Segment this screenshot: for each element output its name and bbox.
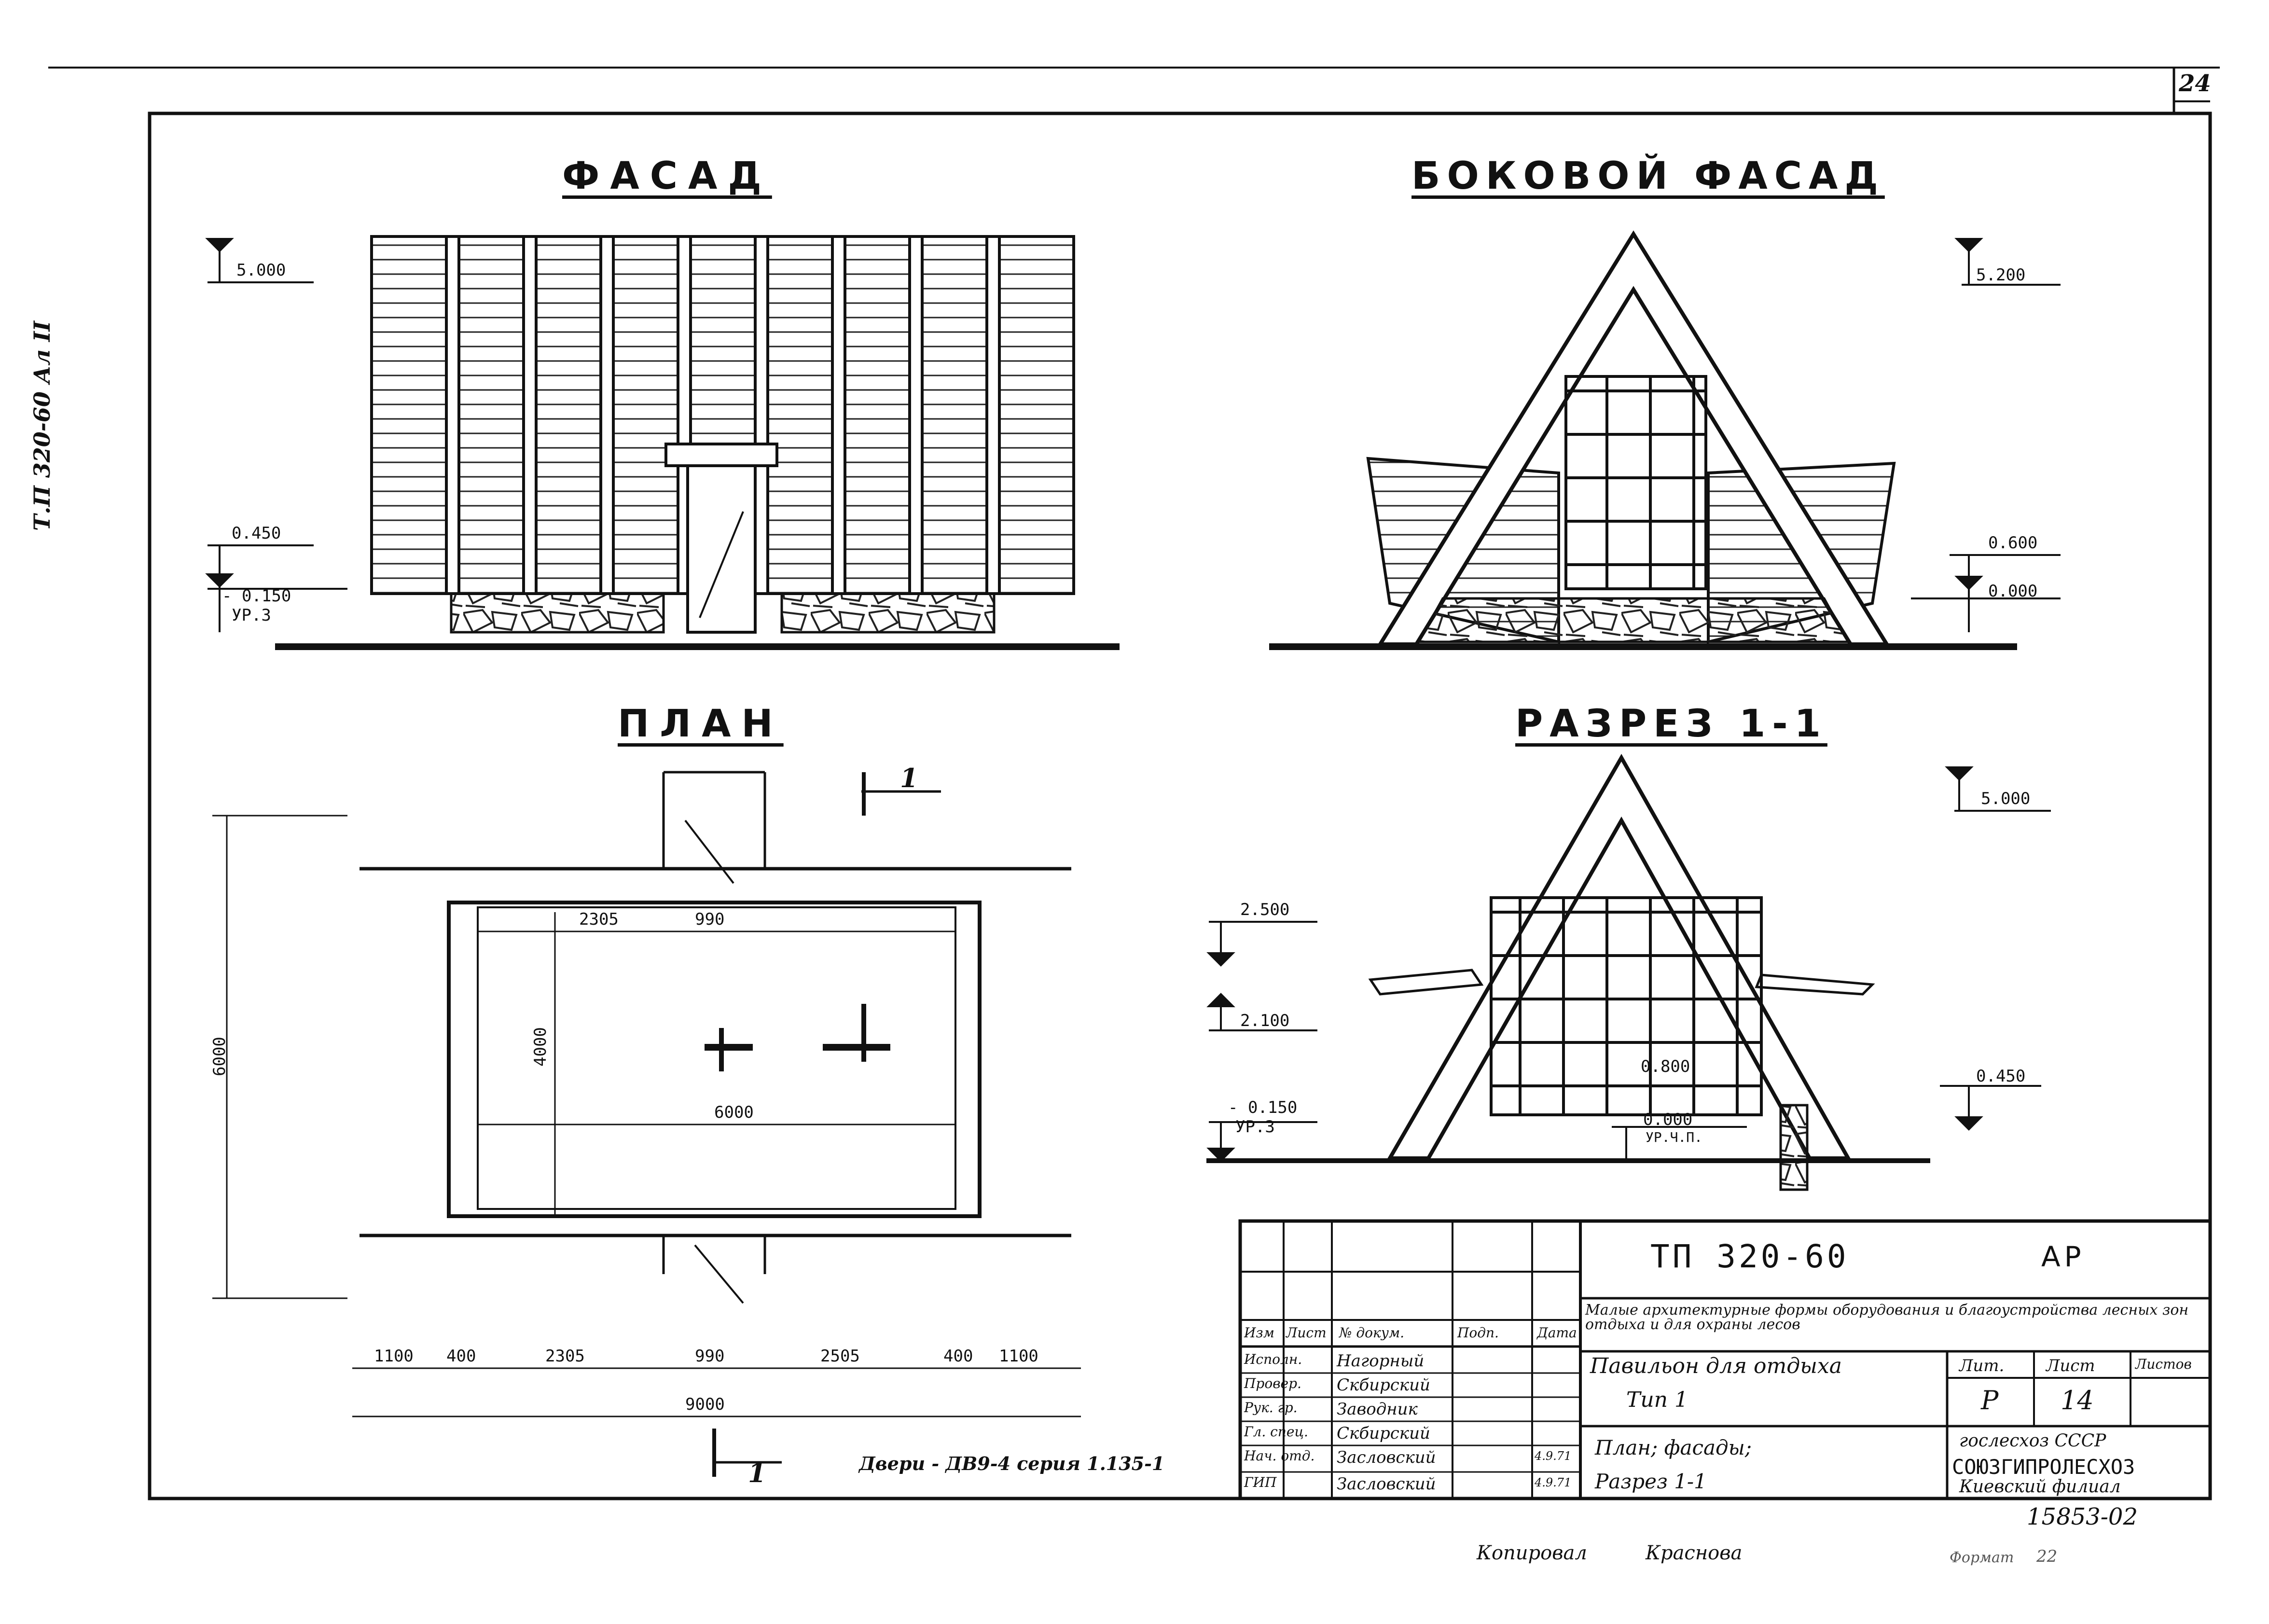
plan-section-mark-bottom: 1 <box>748 1457 766 1488</box>
stamp-part: АР <box>2041 1240 2085 1273</box>
section-mark-ground: - 0.150 <box>1228 1098 1298 1117</box>
plan-section-mark-top: 1 <box>900 763 918 793</box>
stamp-role-2: Провер. <box>1244 1375 1301 1391</box>
stamp-sheet-value: 14 <box>2061 1385 2094 1416</box>
facade-mark-plinth: 0.450 <box>232 524 281 543</box>
stamp-org-1: гослесхоз СССР <box>1959 1431 2106 1451</box>
footer-copier-name: Краснова <box>1646 1542 1743 1564</box>
stamp-sheet-content-2: Разрез 1-1 <box>1595 1470 1707 1493</box>
section-title: РАЗРЕЗ 1-1 <box>1515 702 1827 746</box>
side-facade-title: БОКОВОЙ ФАСАД <box>1411 154 1885 198</box>
stamp-description: Малые архитектурные формы оборудования и… <box>1585 1302 2189 1333</box>
stamp-header-sign: Подп. <box>1457 1325 1499 1341</box>
stamp-inventory: 15853-02 <box>2027 1503 2138 1530</box>
plan-title: ПЛАН <box>618 702 784 746</box>
stamp-role-5: Нач. отд. <box>1244 1448 1315 1464</box>
stamp-org-3: Киевский филиал <box>1959 1477 2121 1497</box>
title-block-grid <box>1238 1219 2212 1500</box>
plan-dim-inner-height: 4000 <box>531 1027 550 1067</box>
stamp-object-type: Тип 1 <box>1626 1388 1688 1412</box>
side-facade-mark-top: 5.200 <box>1976 265 2026 285</box>
side-facade-mark-plinth: 0.600 <box>1988 533 2038 553</box>
plan-dim-bottom-4: 990 <box>695 1346 725 1366</box>
side-facade-drawing <box>1269 230 2061 650</box>
stamp-name-5: Засловский <box>1337 1448 1436 1467</box>
section-mark-canopy-bottom: 2.100 <box>1240 1011 1290 1030</box>
plan-dim-bottom-7: 1100 <box>999 1346 1038 1366</box>
facade-mark-ground: - 0.150 <box>222 586 291 606</box>
stamp-name-2: Скбирский <box>1337 1375 1430 1395</box>
plan-dim-overall-width: 9000 <box>685 1395 725 1414</box>
stamp-sheet-content: План; фасады; <box>1595 1436 1752 1459</box>
plan-dim-bottom-2: 400 <box>446 1346 476 1366</box>
stamp-name-3: Заводник <box>1337 1400 1418 1419</box>
stamp-org-2: СОЮЗГИПРОЛЕСХОЗ <box>1952 1455 2135 1479</box>
section-mark-level: УР.3 <box>1235 1117 1275 1137</box>
section-mark-plinth: 0.450 <box>1976 1067 2026 1086</box>
section-drawing <box>1206 753 2051 1191</box>
stamp-sheets-label: Листов <box>2135 1356 2192 1372</box>
footer-format-value: 22 <box>2036 1547 2058 1566</box>
stamp-name-6: Засловский <box>1337 1474 1436 1494</box>
plan-dim-inner-width: 6000 <box>714 1103 754 1122</box>
sheet-corner-number: 24 <box>2179 70 2211 97</box>
plan-dim-top-1: 2305 <box>579 910 619 929</box>
stamp-role-3: Рук. гр. <box>1244 1400 1298 1416</box>
plan-dim-overall-height: 6000 <box>210 1037 229 1076</box>
section-mark-floor-level: УР.Ч.П. <box>1646 1129 1703 1145</box>
plan-drawing <box>212 771 1081 1477</box>
facade-drawing <box>205 235 1120 650</box>
plan-dim-top-2: 990 <box>695 910 725 929</box>
stamp-role-1: Исполн. <box>1244 1351 1302 1367</box>
stamp-header-rev: Изм <box>1244 1325 1274 1341</box>
stamp-role-4: Гл. спец. <box>1244 1424 1308 1440</box>
stamp-lit-value: Р <box>1981 1385 1999 1416</box>
plan-dim-bottom-6: 400 <box>943 1346 973 1366</box>
facade-mark-level: УР.3 <box>232 606 271 625</box>
stamp-header-doc: № докум. <box>1339 1325 1405 1341</box>
side-facade-mark-floor: 0.000 <box>1988 582 2038 601</box>
plan-dim-bottom-5: 2505 <box>820 1346 860 1366</box>
stamp-header-date: Дата <box>1537 1325 1577 1341</box>
stamp-header-sheet: Лист <box>1286 1325 1327 1341</box>
footer-copied-label: Копировал <box>1477 1542 1587 1564</box>
plan-dim-bottom-3: 2305 <box>545 1346 585 1366</box>
facade-mark-top: 5.000 <box>236 261 286 280</box>
stamp-code: ТП 320-60 <box>1650 1238 1849 1275</box>
plan-door-note: Двери - ДВ9-4 серия 1.135-1 <box>859 1453 1165 1474</box>
footer-format-label: Формат <box>1950 1549 2014 1566</box>
stamp-object-name: Павильон для отдыха <box>1590 1354 1842 1378</box>
stamp-date-6: 4.9.71 <box>1535 1476 1572 1489</box>
stamp-date-5: 4.9.71 <box>1535 1449 1572 1463</box>
sheet-frame <box>48 67 2220 1500</box>
section-mark-top: 5.000 <box>1981 789 2031 808</box>
stamp-name-1: Нагорный <box>1337 1351 1425 1371</box>
facade-title: ФАСАД <box>562 154 772 198</box>
stamp-sheet-label: Лист <box>2046 1356 2095 1375</box>
side-code: Т.П 320-60 Ал II <box>29 320 55 531</box>
stamp-name-4: Скбирский <box>1337 1424 1430 1443</box>
plan-dim-bottom-1: 1100 <box>374 1346 414 1366</box>
section-mark-floor: 0.000 <box>1643 1110 1693 1129</box>
stamp-role-6: ГИП <box>1244 1474 1277 1490</box>
section-mark-canopy-top: 2.500 <box>1240 900 1290 919</box>
stamp-lit-label: Лит. <box>1959 1356 2005 1375</box>
section-mark-sill: 0.800 <box>1641 1057 1690 1076</box>
